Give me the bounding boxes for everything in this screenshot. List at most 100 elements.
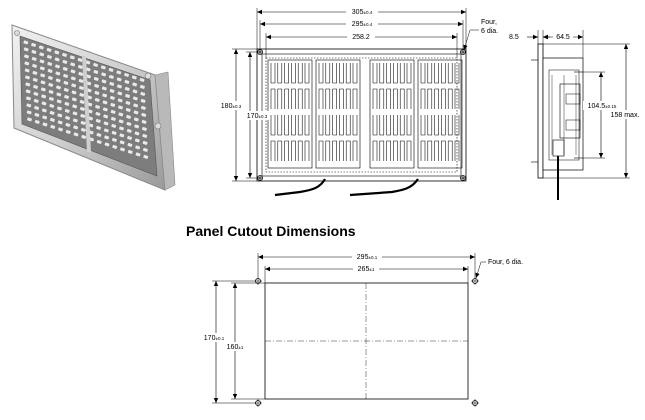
photo-louver	[42, 122, 48, 127]
grille-slot	[393, 63, 398, 84]
grille-slot	[434, 140, 439, 161]
photo-louver	[125, 100, 131, 106]
power-cable	[349, 178, 419, 197]
photo-louver	[33, 98, 40, 104]
photo-louver	[24, 68, 30, 73]
photo-louver	[119, 133, 125, 138]
photo-louver	[126, 135, 133, 141]
photo-louver	[62, 66, 69, 72]
photo-louver	[41, 115, 48, 120]
photo-louver	[63, 87, 70, 93]
photo-louver	[135, 152, 141, 157]
dim-flange: 8.5	[509, 34, 519, 41]
photo-louver	[94, 90, 100, 96]
photo-louver	[95, 118, 102, 124]
photo-louver	[133, 124, 140, 129]
photo-louver	[62, 59, 68, 65]
photo-louver	[80, 127, 87, 133]
grille-slot	[339, 88, 344, 109]
photo-louver	[109, 102, 116, 108]
photo-louver	[24, 75, 31, 80]
grille-slot	[441, 115, 446, 136]
photo-louver	[25, 89, 31, 94]
photo-louver	[71, 97, 78, 102]
grille-slot	[304, 63, 310, 84]
photo-louver	[56, 99, 62, 104]
photo-louver	[132, 96, 139, 101]
photo-louver	[101, 86, 108, 91]
photo-louver	[56, 92, 62, 97]
photo-louver	[49, 110, 55, 116]
photo-louver	[117, 98, 123, 103]
photo-louver	[119, 147, 126, 152]
grille-slot	[352, 115, 358, 136]
grille-slot	[270, 115, 276, 136]
side-terminal-block	[559, 83, 581, 139]
photo-louver	[110, 123, 117, 129]
photo-louver	[72, 111, 78, 116]
photo-louver	[117, 91, 123, 96]
grille-slot	[379, 88, 385, 109]
photo-louver	[104, 142, 110, 147]
photo-louver	[46, 61, 53, 67]
grille-slot	[291, 140, 296, 161]
photo-louver	[47, 82, 54, 88]
grille-slot	[406, 140, 412, 161]
photo-louver	[101, 79, 107, 84]
photo-louver	[32, 70, 38, 76]
photo-louver	[57, 127, 64, 132]
grille-slot	[291, 63, 296, 84]
grille-slot	[339, 115, 344, 136]
grille-slot	[379, 115, 385, 136]
cutout-holes-note: Four, 6 dia.	[488, 259, 523, 266]
photo-louver	[139, 77, 145, 83]
photo-louver	[70, 76, 77, 81]
photo-louver	[118, 126, 125, 131]
photo-louver	[108, 67, 114, 73]
dim-grille-width: 258.2	[352, 34, 370, 41]
photo-louver	[141, 119, 147, 125]
photo-louver	[49, 124, 56, 130]
photo-louver	[80, 134, 87, 140]
photo-louver	[108, 74, 115, 80]
photo-louver	[41, 108, 48, 113]
grille-slot	[297, 63, 303, 84]
photo-louver	[101, 93, 108, 98]
grille-slot	[406, 63, 412, 84]
photo-louver	[63, 80, 69, 86]
grille-slot	[393, 140, 398, 161]
grille-slot	[332, 63, 337, 84]
grille-slot	[420, 140, 426, 161]
grille-slot	[352, 63, 358, 84]
grille-slot	[339, 140, 344, 161]
grille-slot	[332, 140, 337, 161]
grille-slot	[270, 140, 276, 161]
photo-louver	[72, 125, 79, 130]
photo-screw-icon	[154, 122, 162, 130]
grille-block	[417, 59, 463, 169]
grille-slot	[277, 88, 283, 109]
photo-louver	[31, 49, 37, 55]
photo-louver	[57, 120, 63, 125]
grille-slot	[434, 63, 439, 84]
photo-louver	[125, 114, 132, 120]
grille-slot	[332, 115, 337, 136]
dim-max-height: 158 max.	[611, 112, 640, 119]
photo-louver	[54, 50, 60, 55]
dim-cutout-height: 160±1	[227, 344, 244, 351]
photo-louver	[132, 103, 139, 108]
grille-slot	[386, 115, 391, 136]
dim-hole-pitch-y: 170±0.3	[247, 113, 268, 120]
mount-hole-icon	[460, 175, 466, 181]
side-view	[527, 30, 630, 200]
grille-slot	[399, 115, 405, 136]
photo-louver	[103, 128, 110, 133]
grille-slot	[454, 88, 460, 109]
photo-louver	[110, 116, 117, 122]
grille-slot	[454, 115, 460, 136]
photo-louver	[133, 117, 140, 122]
photo-louver	[54, 57, 60, 62]
grille-slot	[270, 88, 276, 109]
photo-louver	[96, 132, 102, 138]
grille-slot	[406, 88, 412, 109]
